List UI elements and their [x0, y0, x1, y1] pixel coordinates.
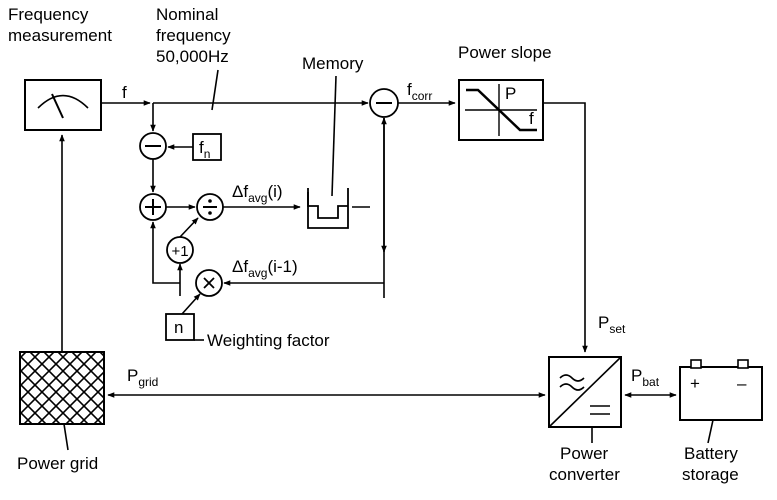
- battery-storage-label: Battery storage: [682, 444, 743, 484]
- power-slope-block: P f: [458, 79, 544, 141]
- f-corr-label: fcorr: [407, 80, 432, 103]
- multiply-op: [195, 269, 223, 297]
- power-grid-block: [19, 351, 105, 425]
- divide-op: [196, 193, 224, 221]
- svg-text:fn: fn: [199, 138, 210, 161]
- frequency-meter: [24, 79, 102, 131]
- memory-block: [307, 188, 349, 229]
- power-converter-block: [548, 356, 622, 428]
- fn-label: f: [199, 138, 204, 157]
- nominal-frequency-label: Nominal frequency 50,000Hz: [156, 5, 235, 66]
- frequency-measurement-label: Frequency measurement: [8, 5, 112, 45]
- battery-minus: –: [737, 374, 747, 393]
- battery-plus: +: [690, 374, 700, 393]
- f-signal-label: f: [122, 83, 127, 102]
- weighting-factor-label: Weighting factor: [207, 331, 330, 350]
- p-bat-label: Pbat: [631, 366, 660, 389]
- nominal-frequency-block: fn: [192, 133, 222, 161]
- plus-one-label: +1: [171, 243, 188, 260]
- power-converter-label: Power converter: [549, 444, 620, 484]
- delta-f-avg-i-minus-1-label: Δfavg(i-1): [232, 257, 298, 280]
- signal-lines: [59, 69, 714, 451]
- battery-block: + –: [679, 359, 763, 421]
- add-op: [139, 193, 167, 221]
- subtract-op-fn: [139, 132, 167, 160]
- delta-f-avg-i-label: Δfavg(i): [232, 182, 283, 205]
- weighting-n-block: n: [165, 313, 195, 341]
- slope-p-symbol: P: [505, 84, 516, 103]
- memory-label: Memory: [302, 54, 364, 73]
- p-grid-label: Pgrid: [127, 366, 158, 389]
- slope-f-symbol: f: [529, 109, 534, 128]
- subtract-op-corr: [369, 88, 399, 118]
- fn-subscript: n: [204, 147, 211, 161]
- plus-one-op: +1: [166, 236, 194, 264]
- power-grid-label: Power grid: [17, 454, 98, 473]
- n-label: n: [174, 318, 183, 337]
- power-slope-label: Power slope: [458, 43, 552, 62]
- p-set-label: Pset: [598, 313, 626, 336]
